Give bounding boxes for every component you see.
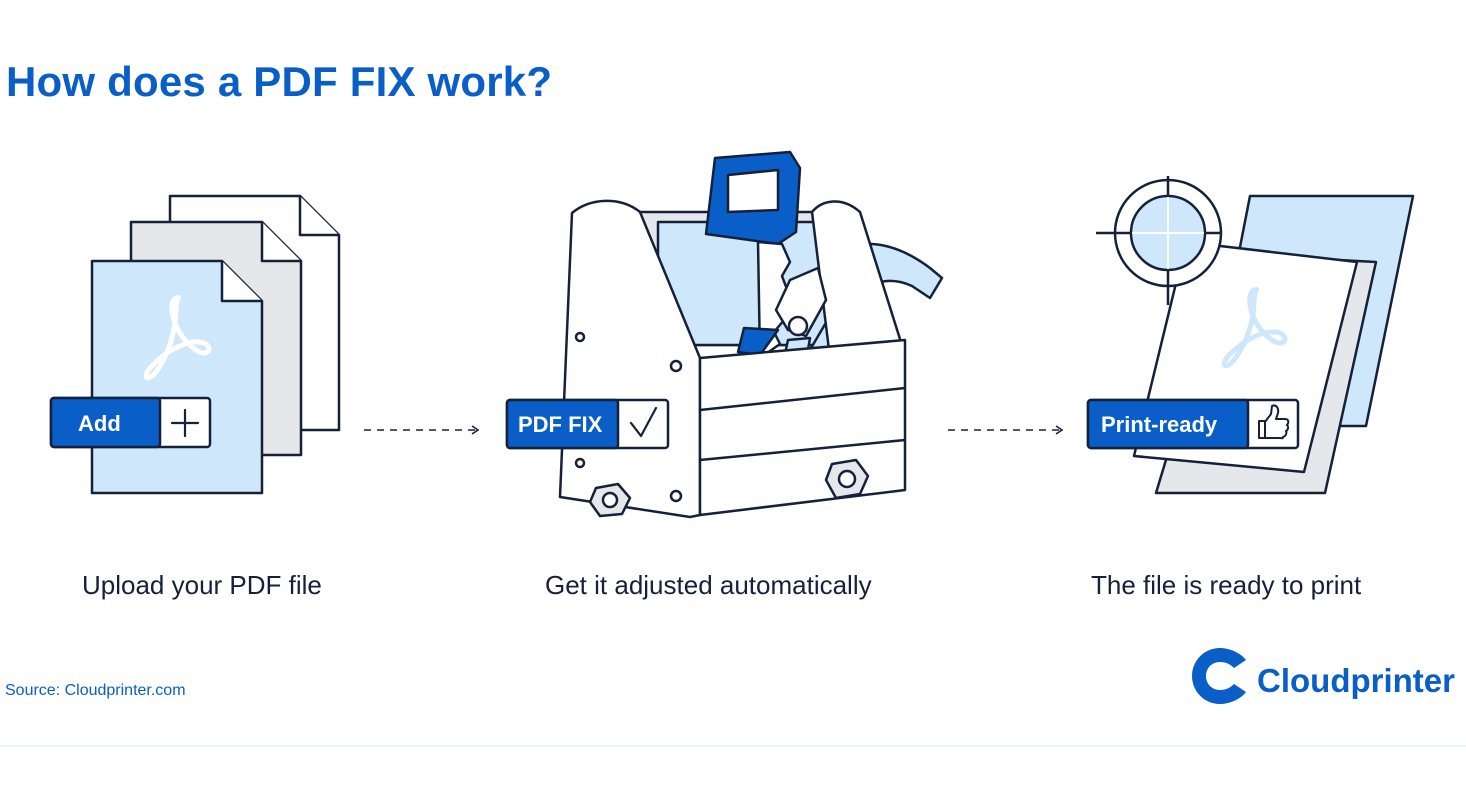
- add-badge[interactable]: Add: [49, 396, 212, 449]
- plus-icon: [170, 408, 200, 438]
- divider: [0, 745, 1466, 747]
- source-note: Source: Cloudprinter.com: [5, 682, 186, 699]
- toolbox: [558, 150, 944, 519]
- registration-mark-icon: [1096, 176, 1223, 305]
- step-1-caption: Upload your PDF file: [82, 570, 322, 600]
- acrobat-icon: [1221, 287, 1288, 369]
- cloudprinter-logo-icon: [1192, 648, 1246, 704]
- checkmark-icon: [629, 406, 658, 438]
- thumbs-up-icon: [1258, 404, 1290, 440]
- add-badge-label: Add: [78, 411, 121, 436]
- page-title: How does a PDF FIX work?: [6, 58, 553, 105]
- print-ready-badge[interactable]: Print-ready: [1086, 398, 1300, 450]
- pdf-fix-badge-label: PDF FIX: [518, 412, 603, 437]
- flow-arrow-1: [364, 425, 480, 435]
- nut-icon: [824, 458, 870, 500]
- print-ready-badge-label: Print-ready: [1101, 412, 1218, 437]
- pdf-documents-stack: [90, 194, 341, 495]
- brand-logo-text: Cloudprinter: [1257, 662, 1455, 699]
- nut-icon: [588, 482, 632, 518]
- flow-arrow-2: [948, 425, 1064, 435]
- step-3-caption: The file is ready to print: [1091, 570, 1362, 600]
- acrobat-icon: [143, 295, 212, 381]
- step-2-caption: Get it adjusted automatically: [545, 570, 872, 600]
- pdf-fix-badge[interactable]: PDF FIX: [505, 398, 670, 450]
